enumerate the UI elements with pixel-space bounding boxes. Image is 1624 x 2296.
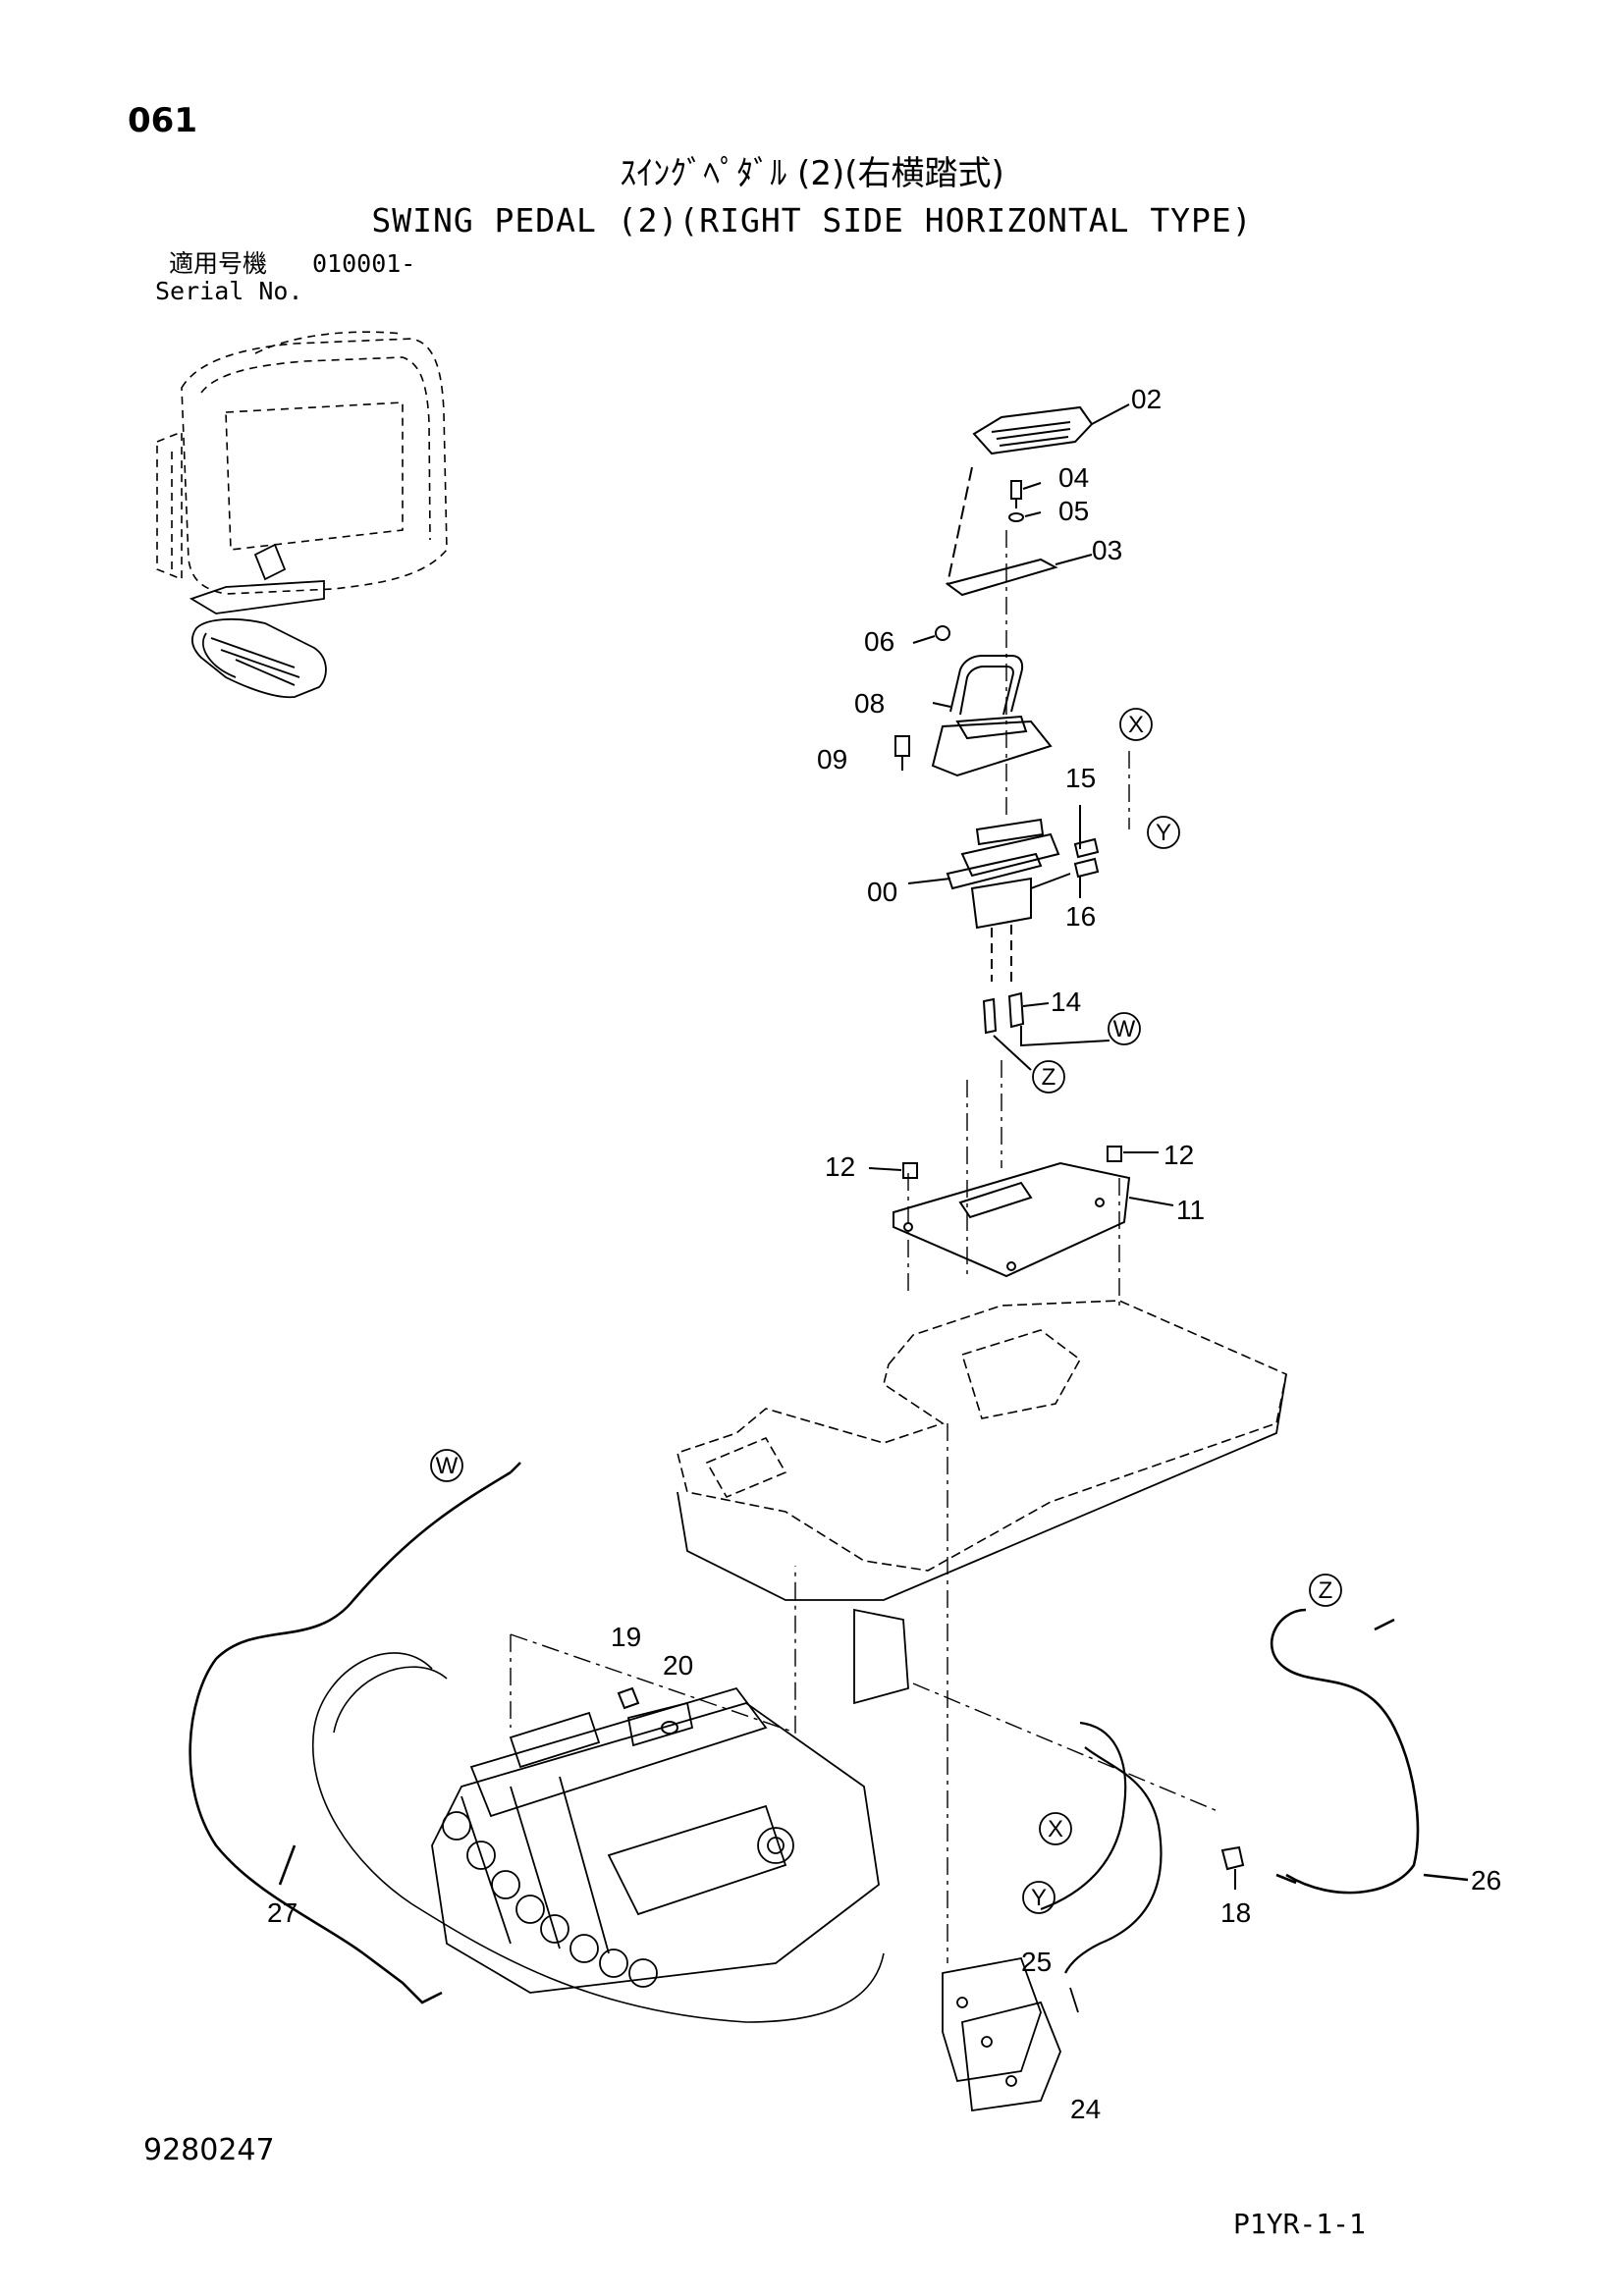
callout-06: 06 [864, 626, 894, 657]
part-14-fittings [982, 991, 1110, 1071]
cab-floor-pedal-illustration [189, 543, 327, 699]
part-04-bolt [1010, 480, 1042, 508]
part-05-washer [1008, 511, 1042, 522]
control-valve-assembly [431, 1686, 880, 1994]
marker-x-top: X [1128, 712, 1144, 738]
serial-label-japanese: 適用号機 [169, 249, 268, 278]
part-11-floor-plate [893, 1161, 1174, 1278]
part-16-fitting [1073, 857, 1100, 898]
part-26-hose [1270, 1608, 1469, 1895]
marker-y-top: Y [1156, 820, 1171, 846]
part-27-hose [189, 1462, 521, 2004]
part-24-hose [1064, 1746, 1163, 1974]
callout-04: 04 [1058, 462, 1089, 493]
part-09-bolt [894, 735, 910, 771]
page-number: 061 [128, 101, 197, 140]
part-03-bracket [945, 466, 1093, 597]
marker-w-left: W [436, 1453, 459, 1479]
marker-z-top: Z [1042, 1064, 1056, 1091]
callout-16: 16 [1065, 901, 1096, 932]
part-19-nut [617, 1686, 640, 1710]
callout-05: 05 [1058, 496, 1089, 526]
reference-marker-circles [430, 708, 1342, 1914]
pedal-valve-block [942, 1956, 1079, 2112]
title-japanese: ｽｲﾝｸﾞﾍﾟﾀﾞﾙ (2)(右横踏式) [620, 154, 1004, 193]
part-20-washer [661, 1721, 678, 1735]
part-18-fitting [1220, 1845, 1245, 1890]
callout-09: 09 [817, 744, 847, 774]
callout-12-right: 12 [1164, 1140, 1194, 1170]
valve-dashed-guides [510, 1423, 1218, 1963]
serial-value: 010001- [312, 249, 416, 278]
cab-floor-frame [677, 1300, 1287, 1572]
callout-03: 03 [1092, 535, 1122, 565]
pedal-dashed-guides [907, 530, 1130, 1306]
part-08-cover [931, 655, 1053, 777]
callout-27: 27 [267, 1897, 298, 1928]
reference-marker-labels: X Y W Z W Z X Y [436, 712, 1333, 1911]
serial-label-english: Serial No. [155, 277, 303, 305]
part-12-bolt-right [1107, 1146, 1159, 1162]
callout-14: 14 [1051, 987, 1081, 1017]
cab-floor-frame-solid [677, 1373, 1287, 1705]
cab-overview-illustration [156, 331, 448, 595]
part-callout-labels: 00 02 03 04 05 06 08 09 11 12 12 14 15 1… [267, 384, 1501, 2124]
callout-11: 11 [1176, 1195, 1205, 1225]
marker-w-top: W [1113, 1016, 1136, 1042]
drawing-number: 9280247 [143, 2133, 275, 2167]
callout-00: 00 [867, 877, 897, 907]
valve-side-hose [312, 1652, 885, 2023]
part-00-pilot-valve [907, 818, 1071, 982]
part-02-pedal [972, 403, 1130, 455]
callout-19: 19 [611, 1622, 641, 1652]
callout-25: 25 [1021, 1947, 1052, 1977]
marker-x-bottom: X [1048, 1816, 1063, 1842]
part-25-hose [1040, 1721, 1127, 1911]
callout-24: 24 [1070, 2094, 1101, 2124]
page-code: P1YR-1-1 [1233, 2208, 1366, 2240]
callout-02: 02 [1131, 384, 1162, 414]
callout-12-left: 12 [825, 1151, 855, 1182]
callout-26: 26 [1471, 1865, 1501, 1896]
marker-y-bottom: Y [1031, 1885, 1047, 1911]
part-06-nut [912, 625, 950, 644]
marker-z-right: Z [1319, 1577, 1333, 1604]
title-english: SWING PEDAL (2)(RIGHT SIDE HORIZONTAL TY… [371, 201, 1253, 240]
callout-15: 15 [1065, 763, 1096, 793]
part-15-fitting [1073, 805, 1100, 859]
callout-20: 20 [663, 1650, 693, 1681]
callout-18: 18 [1220, 1897, 1251, 1928]
callout-08: 08 [854, 688, 885, 719]
part-12-bolt-left [868, 1162, 918, 1179]
